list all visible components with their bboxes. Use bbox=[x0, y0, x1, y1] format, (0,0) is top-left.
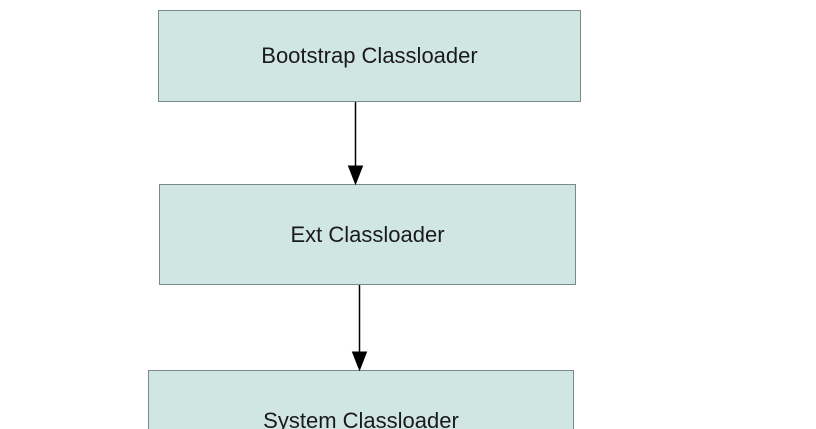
node-label: Ext Classloader bbox=[290, 221, 445, 247]
node-label: Bootstrap Classloader bbox=[261, 43, 478, 68]
node-bootstrap-classloader: Bootstrap Classloader bbox=[158, 10, 581, 102]
edge-bootstrap-to-ext-arrow bbox=[347, 102, 364, 186]
node-system-classloader: System Classloader bbox=[148, 370, 574, 429]
node-ext-classloader: Ext Classloader bbox=[159, 184, 576, 285]
edge-ext-to-system-arrow bbox=[351, 285, 368, 372]
node-label: System Classloader bbox=[263, 407, 459, 429]
